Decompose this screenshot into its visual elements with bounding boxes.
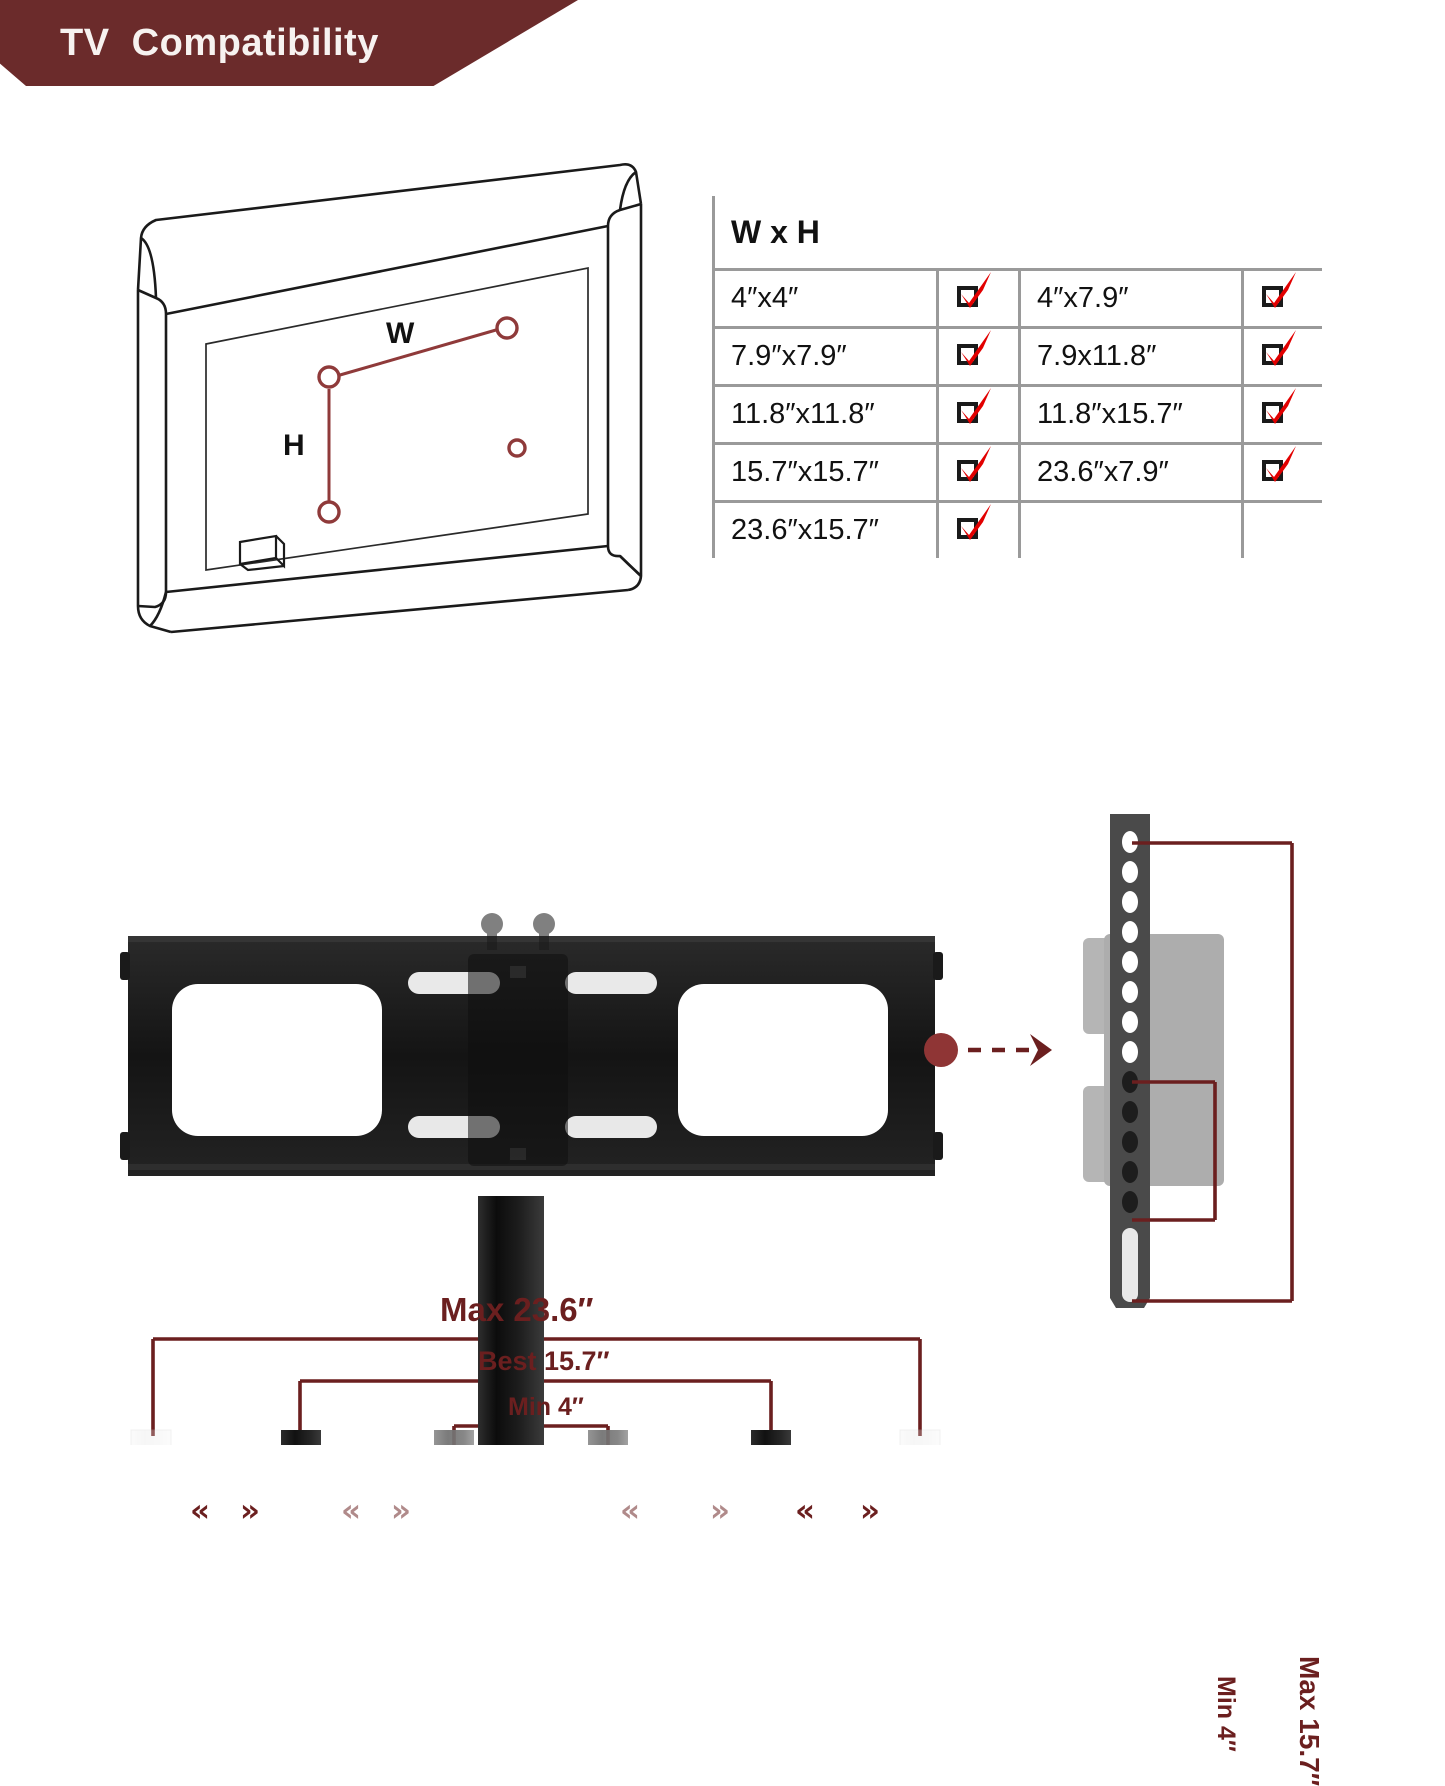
table-row: 23.6″x15.7″ [712, 501, 1322, 558]
checkbox-checked-icon[interactable] [955, 503, 995, 544]
checkbox-cell[interactable] [935, 269, 1020, 329]
checkbox-cell[interactable] [1241, 443, 1322, 503]
slide-arrow-left-2: « [341, 1493, 362, 1529]
center-tilt-plate [468, 913, 568, 1166]
checkbox-checked-icon[interactable] [955, 387, 995, 428]
checkbox-checked-icon[interactable] [1260, 445, 1300, 486]
size-label: 4″x7.9″ [1018, 269, 1243, 329]
vesa-width-label: W [386, 317, 415, 350]
tv-vesa-illustration: W H [108, 158, 678, 636]
table-row: 15.7″x15.7″ 23.6″x7.9″ [712, 443, 1322, 503]
checkbox-checked-icon[interactable] [1260, 387, 1300, 428]
vesa-strip-ghost-right [899, 1429, 941, 1786]
size-label [1018, 501, 1243, 558]
checkbox-checked-icon[interactable] [1260, 271, 1300, 312]
page-banner: TV Compatibility [0, 0, 578, 86]
vesa-height-label: H [283, 429, 305, 462]
detail-callout [924, 1033, 1052, 1067]
checkbox-cell[interactable] [935, 327, 1020, 387]
table-header-row: W x H [712, 196, 1322, 271]
checkbox-checked-icon[interactable] [955, 271, 995, 312]
callout-arrow-head [1030, 1034, 1052, 1066]
table-row: 11.8″x11.8″ 11.8″x15.7″ [712, 385, 1322, 445]
checkbox-cell[interactable] [1241, 269, 1322, 329]
checkbox-cell[interactable] [1241, 327, 1322, 387]
side-dimension-label-max: Max 15.7″ [1294, 1656, 1325, 1786]
slide-arrow-right-2: » [391, 1493, 412, 1529]
size-label: 11.8″x11.8″ [712, 385, 938, 445]
slide-arrow-left-1: « [190, 1493, 211, 1529]
side-view-detail [1083, 814, 1294, 1308]
size-label: 7.9″x7.9″ [712, 327, 938, 387]
checkbox-cell[interactable] [935, 443, 1020, 503]
slide-arrow-right-3: » [710, 1493, 731, 1529]
vesa-strip-dark-left [281, 1430, 321, 1786]
page-title: TV Compatibility [60, 21, 379, 64]
dimension-label-best: Best 15.7″ [478, 1346, 610, 1376]
table-row: 7.9″x7.9″ 7.9x11.8″ [712, 327, 1322, 387]
vesa-strip-dark-right [751, 1430, 791, 1786]
size-label: 11.8″x15.7″ [1018, 385, 1243, 445]
size-label: 23.6″x7.9″ [1018, 443, 1243, 503]
size-label: 4″x4″ [712, 269, 938, 329]
vesa-compatibility-table: W x H 4″x4″ 4″x7.9″ [712, 196, 1322, 564]
checkbox-cell[interactable] [935, 385, 1020, 445]
checkbox-checked-icon[interactable] [1260, 329, 1300, 370]
table-row: 4″x4″ 4″x7.9″ [712, 269, 1322, 329]
size-label: 7.9x11.8″ [1018, 327, 1243, 387]
checkbox-cell[interactable] [1241, 385, 1322, 445]
callout-dot [924, 1033, 958, 1067]
vesa-strip-ghost-left [130, 1429, 172, 1786]
slide-arrow-right-1: » [240, 1493, 261, 1529]
checkbox-cell[interactable] [935, 501, 1020, 558]
stand-pole [478, 1196, 544, 1445]
table-header-cell: W x H [712, 196, 938, 271]
vesa-strip-mid-left [434, 1430, 474, 1786]
dimension-label-min: Min 4″ [508, 1393, 584, 1421]
slide-arrow-left-4: « [795, 1493, 816, 1529]
vesa-strip-mid-right [588, 1430, 628, 1786]
size-label: 23.6″x15.7″ [712, 501, 938, 558]
checkbox-checked-icon[interactable] [955, 445, 995, 486]
side-dimension-label-min: Min 4″ [1212, 1676, 1240, 1752]
size-label: 15.7″x15.7″ [712, 443, 938, 503]
slide-arrow-left-3: « [620, 1493, 641, 1529]
slide-arrow-right-4: » [860, 1493, 881, 1529]
dimension-label-max: Max 23.6″ [440, 1291, 594, 1328]
mount-adjustment-diagram: Max 23.6″ Best 15.7″ Min 4″ Max 15.7″ Mi… [0, 636, 1445, 1786]
checkbox-checked-icon[interactable] [955, 329, 995, 370]
